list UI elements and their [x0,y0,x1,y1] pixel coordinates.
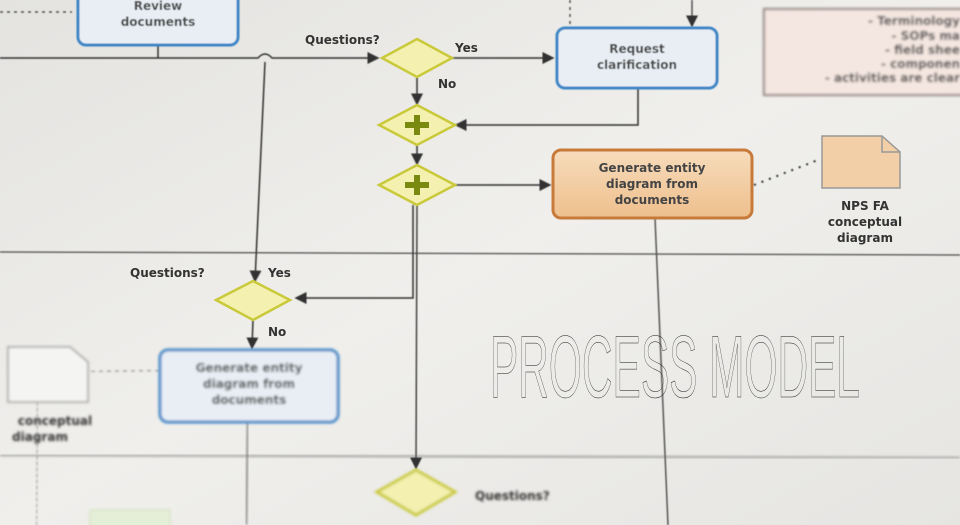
artifact-label: diagram [12,430,68,444]
data-object-bottom: conceptual diagram [7,346,92,444]
annotation-note: - Terminology - SOPs ma - field shee - c… [763,8,960,96]
gateway-label: Questions? [130,266,205,280]
request-clarification-task: Request clarification [555,26,719,90]
task-label: diagram from [203,377,295,391]
artifact-label: diagram [837,231,893,245]
task-label: Generate entity [196,361,303,375]
artifact-label: conceptual [828,215,902,229]
task-label: clarification [597,58,677,72]
no-label: No [268,325,286,339]
document-icon [7,346,89,403]
artifact-label: conceptual [18,414,92,428]
parallel-gateway-2 [376,163,458,207]
note-line: - componen [881,57,960,71]
exclusive-gateway-top: Questions? Yes No [305,33,478,91]
generate-entity-diagram-task-bottom: Generate entity diagram from documents [158,348,340,424]
data-object-top: NPS FA conceptual diagram [821,135,902,245]
document-icon [821,135,901,189]
task-label: documents [212,393,287,407]
note-line: - activities are clear [825,71,960,85]
note-line: - SOPs ma [891,29,960,43]
task-label: Generate entity [599,161,706,175]
overlay-title: PROCESS MODEL [490,317,860,416]
yes-label: Yes [454,41,478,55]
task-label: Request [609,42,665,56]
parallel-gateway-1 [376,103,458,147]
yes-label: Yes [267,266,291,280]
task-label: Review [134,0,183,13]
note-line: - field shee [885,43,960,57]
task-label: documents [615,193,690,207]
task-label: documents [121,15,196,29]
task-label: diagram from [606,177,698,191]
review-documents-task: Review documents [76,0,240,47]
generate-entity-diagram-task-top: Generate entity diagram from documents [551,148,754,220]
no-label: No [438,77,456,91]
plus-icon [405,175,429,195]
gateway-label: Questions? [475,489,550,503]
exclusive-gateway-middle: Questions? Yes No [130,266,293,339]
note-line: - Terminology [868,14,960,28]
plus-icon [405,115,429,135]
exclusive-gateway-bottom: Questions? [89,468,550,525]
artifact-label: NPS FA [841,199,889,213]
gateway-label: Questions? [305,33,380,47]
